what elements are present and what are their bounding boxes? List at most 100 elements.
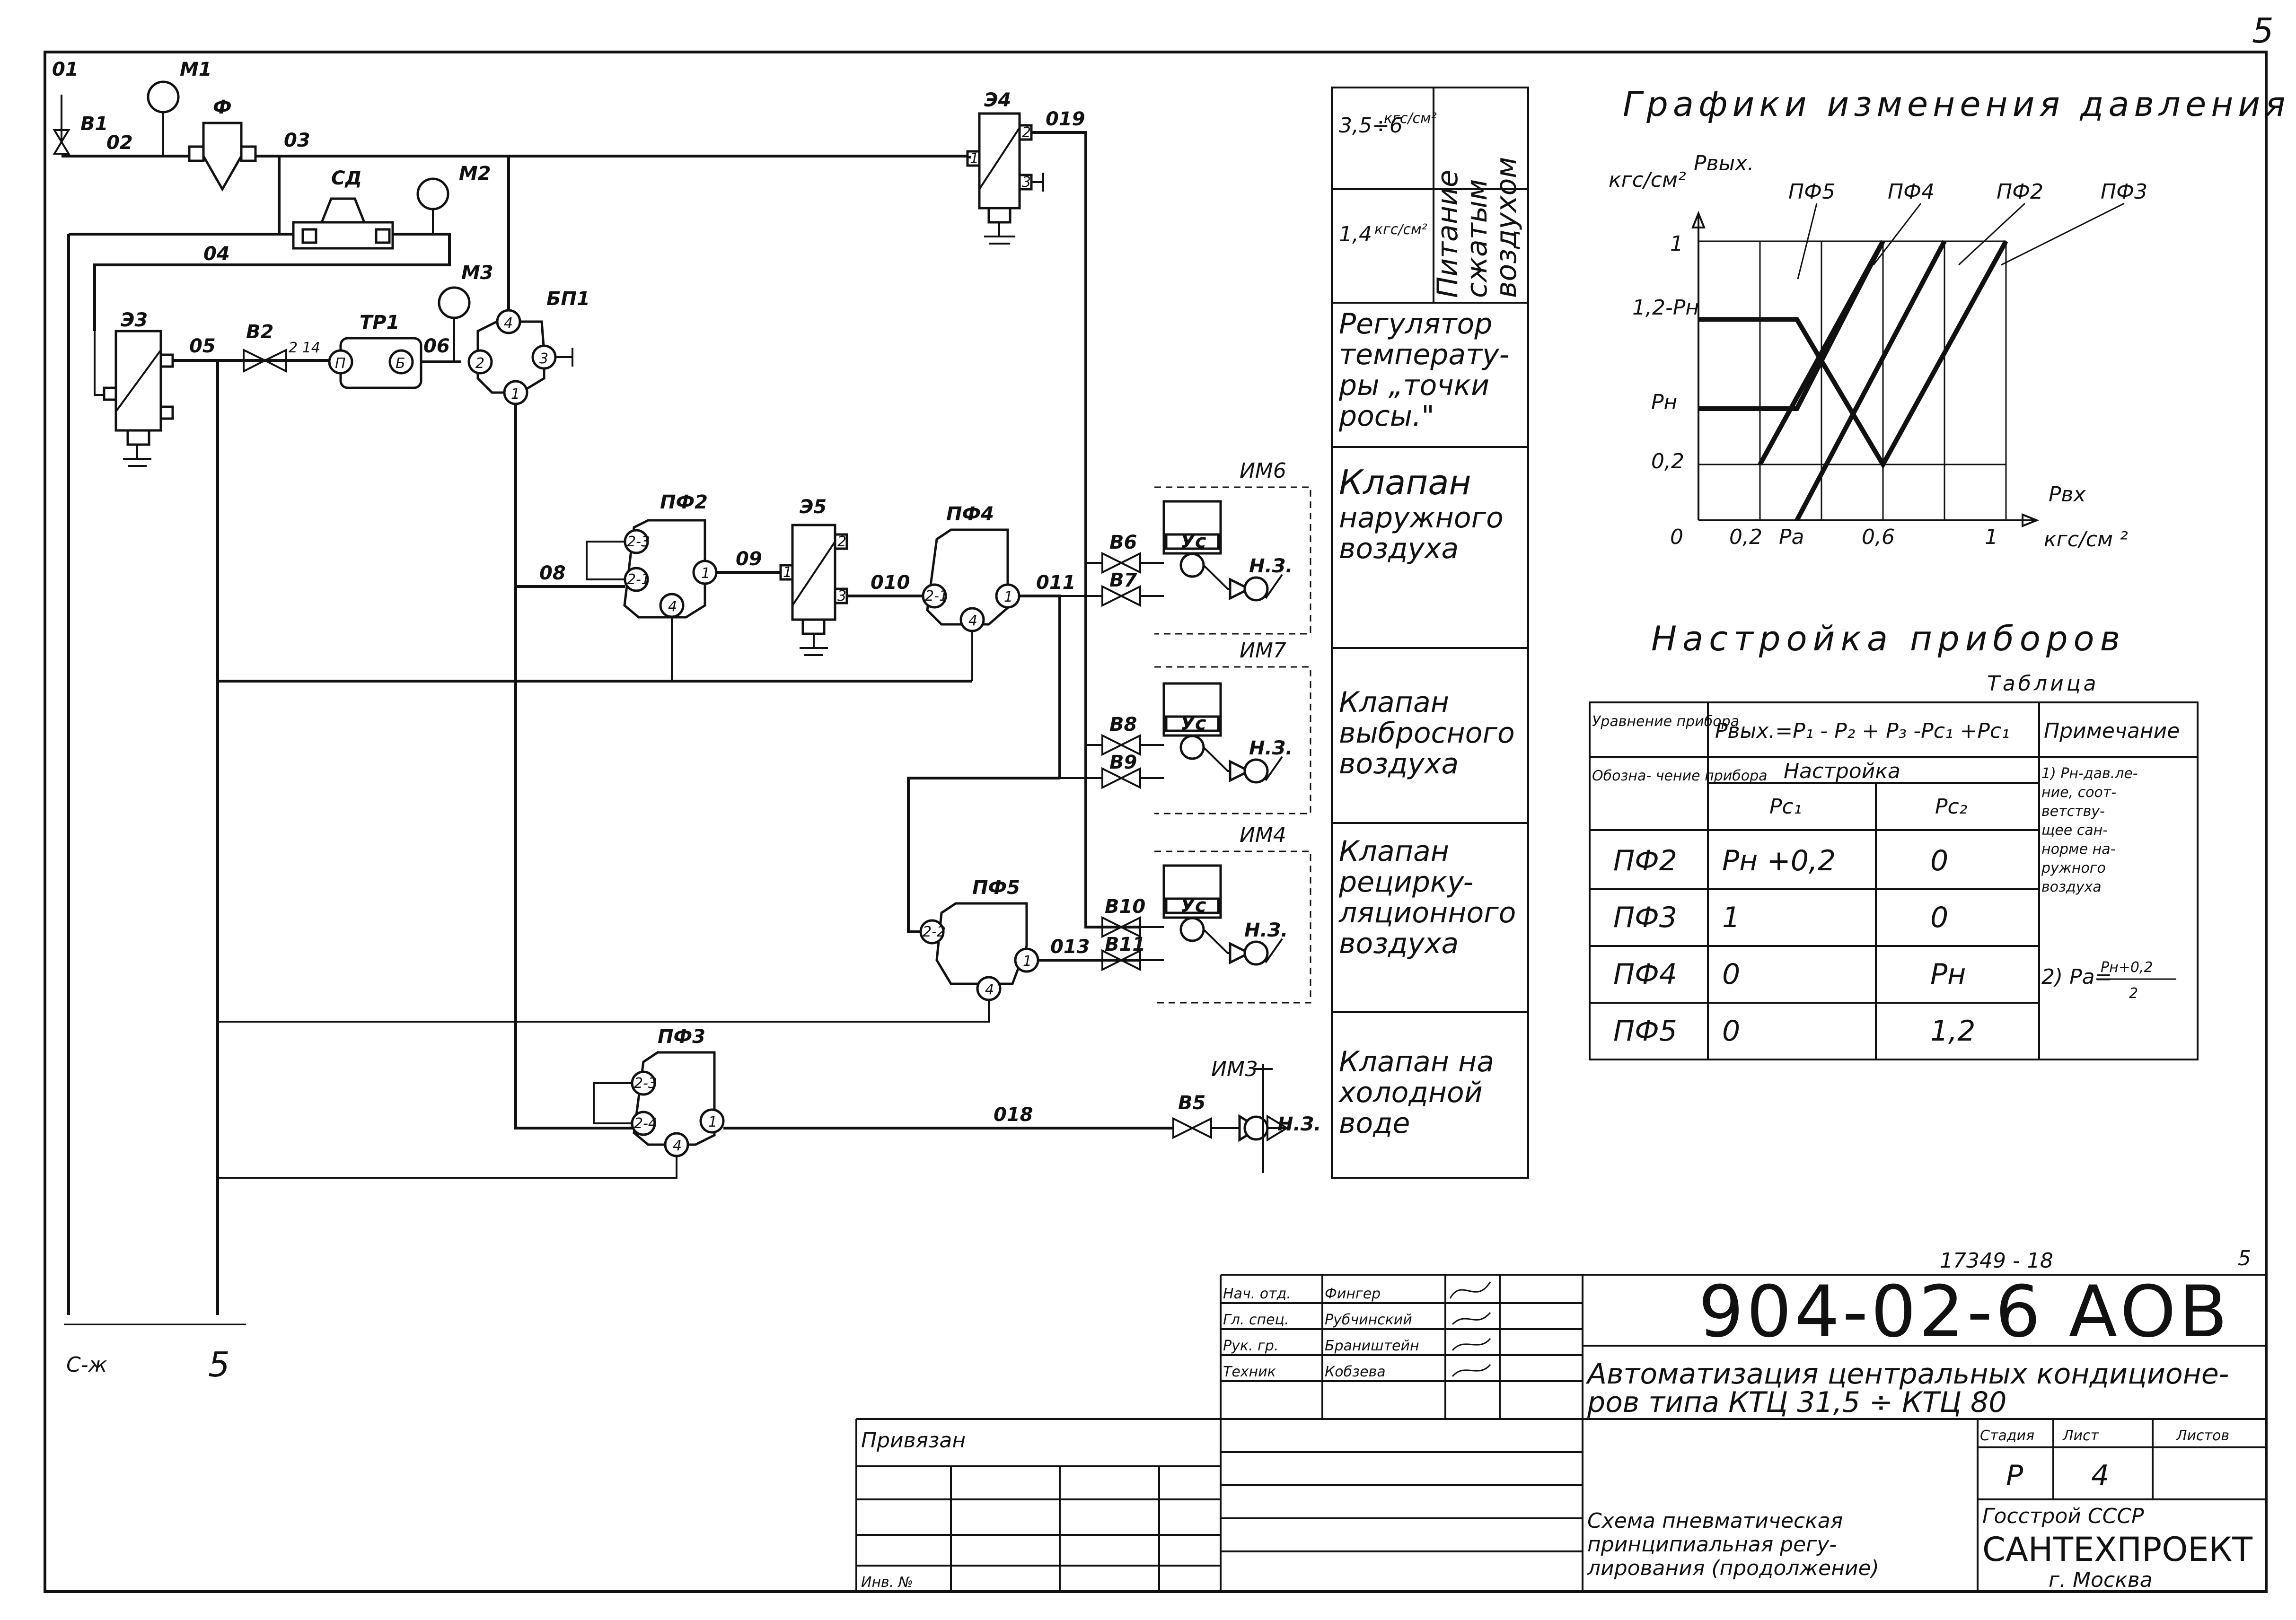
settings-row-device: ПФ2 [1613,844,1677,877]
tr1-port-p: П [335,355,346,372]
e3-label: Э3 [121,309,148,331]
actuator-um3 [1238,1064,1289,1173]
legend-row3-l2: выбросного [1339,717,1515,750]
relay-pf2 [623,519,718,619]
relay-pf3 [631,1051,725,1157]
pf3-label: ПФ3 [658,1026,705,1048]
supply-lo-unit: кгс/см² [1374,221,1427,238]
h-equation: Рвых.=Р₁ - Р₂ + Р₃ -Рс₁ +Рс₁ [1715,719,2010,743]
line-05-label: 05 [189,335,216,357]
settings-row-pc2: 0 [1930,844,1948,877]
x-tick-pa: Ра [1779,525,1804,549]
e5-port-1: 1 [783,564,792,581]
drawing-code: 904-02-6 АОВ [1698,1271,2230,1353]
note1-l4: щее сан- [2041,822,2108,839]
e5-port-3: 3 [837,588,846,604]
um7-label: ИМ7 [1240,639,1286,663]
line-04-label: 04 [203,243,230,265]
valve-sd [292,197,394,250]
graph-title: Графики изменения давления [1623,84,2290,124]
line-010-label: 010 [871,572,910,594]
line-018-label: 018 [994,1104,1033,1126]
legend-row1-l1: Регулятор [1339,307,1492,341]
pf3-port-23: 2-3 [634,1075,657,1092]
um4-label: ИМ4 [1240,823,1286,847]
pf5-port-4: 4 [985,981,994,998]
legend-row1-l3: ры „точки [1338,369,1489,402]
h-equation-lbl: Уравнение прибора [1592,713,1739,730]
legend-row4-l2: рециркy- [1338,866,1473,899]
legend-row2-l2: наружного [1339,501,1504,534]
note1-l6: ружного [2041,860,2106,876]
note1-l2: ние, соот- [2041,784,2116,801]
v7-label: В7 [1109,569,1137,591]
tr1-label: ТР1 [360,312,399,333]
supply-lo: 1,4 [1339,222,1372,246]
supply-hi-unit: кгс/см² [1384,110,1437,127]
graph-x-unit: кгс/см ² [2044,527,2128,552]
regulator-tr1 [328,337,422,389]
name-2: Рубчинский [1325,1312,1412,1328]
e4-port-1: 1 [970,150,979,167]
x-tick-1: 1 [1985,525,1998,549]
h-setting: Настройка [1784,759,1900,783]
note1-l1: 1) Рн-дав.ле- [2041,765,2138,782]
h-stage: Стадия [1980,1427,2034,1444]
bp1-port-4: 4 [504,315,513,332]
legend-row5-l2: холодной [1338,1076,1483,1109]
filter-f-label: Ф [213,96,232,118]
series-label-pf5: ПФ5 [1788,180,1835,204]
h-pc1: Рс₁ [1769,795,1802,819]
pf4-port-21: 2-1 [925,588,948,604]
um3-nz: Н.З. [1277,1113,1321,1135]
pf2-port-4: 4 [668,598,677,615]
name-1: Фингер [1325,1286,1381,1302]
legend-row2-l1: Клапан [1339,463,1471,502]
settings-row-pc1: Рн +0,2 [1722,844,1836,877]
stage-value: Р [2006,1459,2023,1492]
line-013-label: 013 [1050,936,1090,958]
pf3-port-24: 2-4 [634,1115,657,1132]
settings-row-pc1: 1 [1722,901,1740,934]
line-02-label: 02 [106,132,133,154]
block-bp1 [467,309,557,405]
pf5-port-1: 1 [1023,953,1032,970]
line-03-label: 03 [284,130,310,151]
bp1-port-1: 1 [511,386,520,403]
um6-label: ИМ6 [1240,459,1286,483]
um6-nz: Н.З. [1249,555,1293,577]
name-4: Кобзева [1325,1364,1386,1380]
gauge-m3-label: М3 [461,262,493,284]
legend-row1-l2: температу- [1339,338,1509,371]
note2-den: 2 [2129,985,2138,1002]
series-line-0 [1698,240,2008,470]
pf5-label: ПФ5 [972,877,1020,899]
drawing-line-3: лирования (продолжение) [1587,1556,1879,1580]
sheet-value: 4 [2091,1459,2109,1492]
signature-4 [1451,1364,1491,1377]
title-line-1: Автоматизация центральных кондиционе- [1585,1357,2229,1391]
supply-title-1: Питание [1431,170,1464,298]
signature-2 [1451,1312,1491,1325]
h-sheets: Листов [2176,1427,2229,1444]
series-label-pf2: ПФ2 [1997,180,2043,204]
gauge-m2-label: М2 [459,163,491,184]
pf4-label: ПФ4 [946,503,994,525]
signature-1 [1449,1281,1491,1299]
settings-row-device: ПФ4 [1613,958,1677,991]
legend-row5-l1: Клапан на [1339,1045,1494,1078]
bp1-port-3: 3 [539,350,548,367]
role-2: Гл. спец. [1223,1312,1289,1328]
pneumatic-schematic: 01 В1 02 М1 Ф 03 СД [52,59,1321,1384]
e5-label: Э5 [800,496,827,518]
bound-label: Привязан [861,1428,966,1453]
gauge-m1 [147,80,180,156]
org-line-1: Госстрой СССР [1982,1504,2144,1528]
legend-column: 3,5÷6 кгс/см² 1,4 кгс/см² Питание сжатым… [1331,87,1529,1179]
settings-row-device: ПФ5 [1613,1015,1677,1048]
pf4-port-4: 4 [968,613,977,629]
um7-ys: Ус [1180,713,1206,735]
org-line-2: САНТЕХПРОЕКТ [1982,1530,2252,1569]
gauge-m3 [438,286,471,362]
settings-title: Настройка приборов [1651,619,2126,658]
